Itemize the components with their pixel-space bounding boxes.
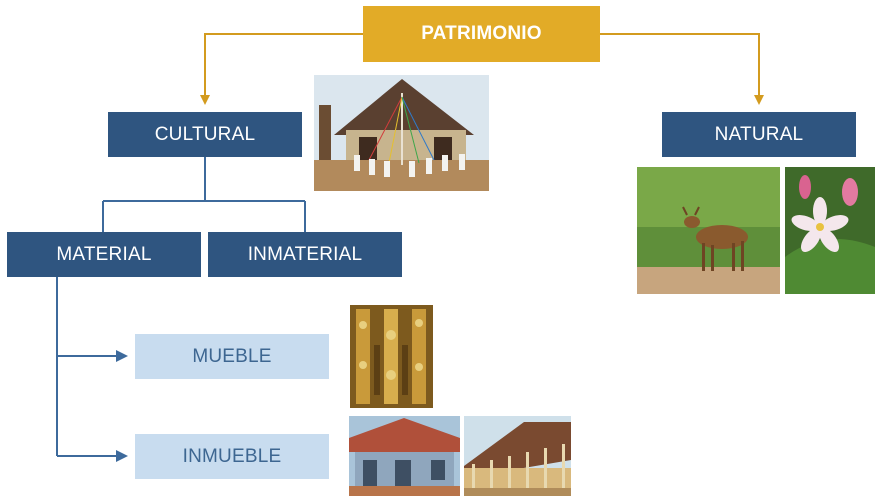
deer-photo xyxy=(637,167,780,294)
inmaterial-box: INMATERIAL xyxy=(208,232,402,277)
mueble-label: MUEBLE xyxy=(192,345,272,367)
carved-altar-photo xyxy=(350,305,433,408)
colonial-building-photo xyxy=(464,416,571,496)
natural-box: NATURAL xyxy=(662,112,856,157)
material-box: MATERIAL xyxy=(7,232,201,277)
inmaterial-label: INMATERIAL xyxy=(247,243,363,265)
patrimonio-box: PATRIMONIO xyxy=(363,6,600,62)
inmueble-box: INMUEBLE xyxy=(135,434,329,479)
dance-festival-photo xyxy=(314,75,489,191)
cultural-box: CULTURAL xyxy=(108,112,302,157)
root-to-natural-arrow xyxy=(600,33,764,105)
natural-label: NATURAL xyxy=(714,123,804,145)
root-to-cultural-arrow xyxy=(200,33,363,105)
flower-photo xyxy=(785,167,875,294)
mueble-box: MUEBLE xyxy=(135,334,329,379)
cultural-label: CULTURAL xyxy=(154,123,256,145)
inmueble-label: INMUEBLE xyxy=(182,445,282,467)
material-label: MATERIAL xyxy=(56,243,152,265)
patrimonio-label: PATRIMONIO xyxy=(421,23,542,44)
adobe-house-photo xyxy=(349,416,460,496)
cultural-to-children-line xyxy=(102,157,306,232)
